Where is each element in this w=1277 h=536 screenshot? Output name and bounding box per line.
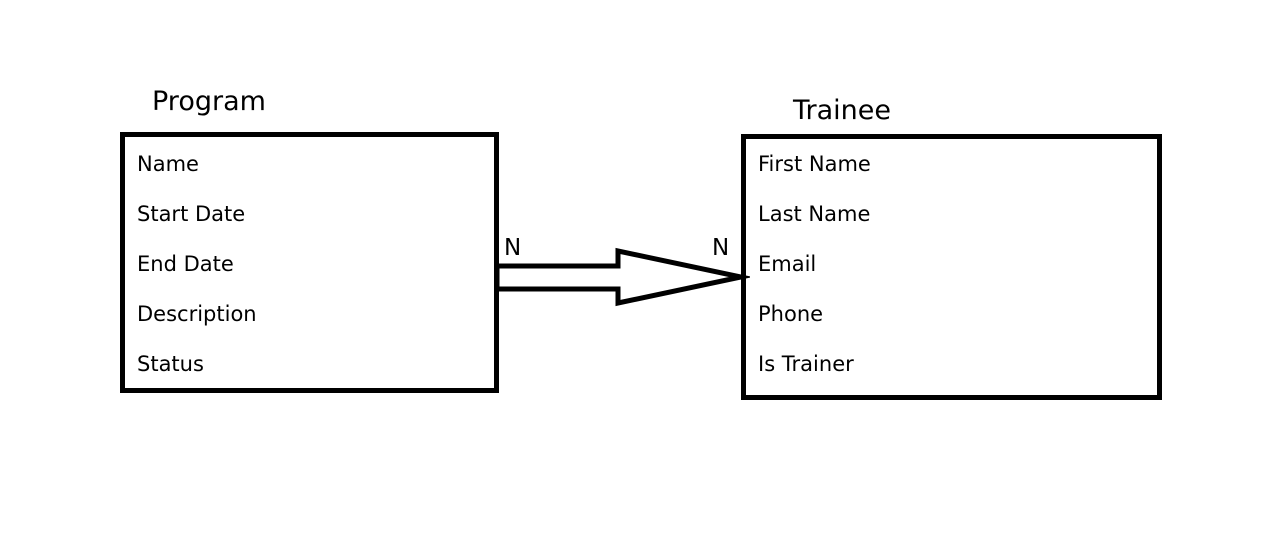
entity-box-trainee: First Name Last Name Email Phone Is Trai… [741, 134, 1162, 400]
attribute-label: Description [137, 302, 257, 326]
attribute-label: End Date [137, 252, 234, 276]
attribute-label: Last Name [758, 202, 871, 226]
entity-title-program: Program [152, 86, 266, 117]
entity-box-program: Name Start Date End Date Description Sta… [120, 132, 499, 393]
attribute-label: Status [137, 352, 204, 376]
relationship-arrow [494, 247, 750, 307]
block-arrow-shape [494, 247, 750, 307]
attribute-label: Email [758, 252, 817, 276]
cardinality-label-trainee-side: N [712, 235, 730, 261]
attribute-label: Start Date [137, 202, 246, 226]
cardinality-label-program-side: N [504, 235, 522, 261]
entity-title-trainee: Trainee [793, 95, 892, 126]
attribute-label: Name [137, 152, 199, 176]
attribute-label: First Name [758, 152, 871, 176]
attribute-label: Is Trainer [758, 352, 854, 376]
attribute-label: Phone [758, 302, 824, 326]
